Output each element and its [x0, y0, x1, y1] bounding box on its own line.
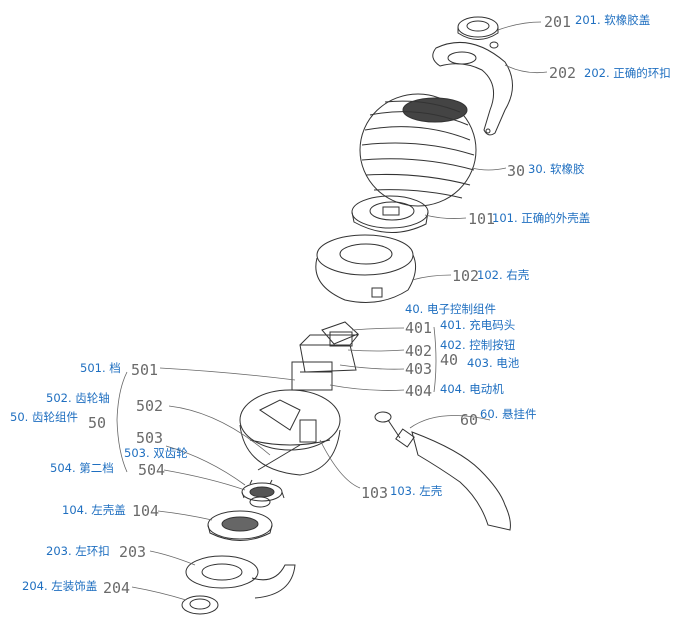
part-102-right-shell: [315, 234, 417, 303]
brackets: [116, 326, 437, 473]
label-101-caption: 101. 正确的外壳盖: [492, 211, 591, 225]
label-404-caption: 404. 电动机: [440, 382, 504, 396]
part-30-rubber-sphere: [359, 93, 477, 207]
label-504-caption: 504. 第二档: [50, 461, 114, 475]
label-102-number: 102: [452, 267, 480, 285]
label-401-number: 401: [405, 319, 433, 337]
label-203-number: 203: [119, 543, 147, 561]
label-40-caption: 40. 电子控制组件: [405, 302, 496, 316]
label-504-number: 504: [138, 461, 166, 479]
label-202-caption: 202. 正确的环扣: [584, 66, 671, 80]
label-402-caption: 402. 控制按钮: [440, 338, 516, 352]
part-103-left-shell: [239, 389, 341, 476]
label-503-caption: 503. 双齿轮: [124, 446, 188, 460]
label-60-number: 60: [460, 411, 479, 429]
part-202-right-buckle: [432, 41, 513, 136]
label-104-number: 104: [132, 502, 160, 520]
label-201-number: 201: [544, 13, 572, 31]
label-102-caption: 102. 右壳: [477, 268, 530, 282]
part-203-left-buckle: [185, 555, 296, 599]
leader-lines: [131, 21, 548, 601]
label-104-caption: 104. 左壳盖: [62, 503, 126, 517]
label-402-number: 402: [405, 342, 433, 360]
part-50-gear-assembly: [241, 444, 301, 508]
part-104-left-cover: [207, 510, 273, 541]
label-101-number: 101: [468, 210, 496, 228]
label-103-number: 103: [361, 484, 389, 502]
part-101-outer-cover: [351, 195, 429, 233]
label-50-caption: 50. 齿轮组件: [10, 410, 78, 424]
label-50-number: 50: [88, 414, 107, 432]
label-403-caption: 403. 电池: [467, 356, 520, 370]
label-403-number: 403: [405, 360, 433, 378]
label-40-number: 40: [440, 351, 459, 369]
label-30-number: 30: [507, 162, 526, 180]
label-503-number: 503: [136, 429, 164, 447]
label-502-caption: 502. 齿轮轴: [46, 391, 110, 405]
label-404-number: 404: [405, 382, 433, 400]
label-60-caption: 60. 悬挂件: [480, 407, 537, 421]
label-501-caption: 501. 档: [80, 361, 121, 375]
part-201-rubber-cap: [457, 16, 499, 49]
label-201-caption: 201. 软橡胶盖: [575, 13, 651, 27]
label-30-caption: 30. 软橡胶: [528, 162, 585, 176]
part-40-control-assembly: [291, 321, 360, 391]
part-204-left-decor-cap: [181, 595, 219, 615]
label-202-number: 202: [549, 64, 577, 82]
part-60-hanging-strap: [374, 411, 511, 531]
label-204-caption: 204. 左装饰盖: [22, 579, 98, 593]
label-502-number: 502: [136, 397, 164, 415]
label-401-caption: 401. 充电码头: [440, 318, 516, 332]
label-203-caption: 203. 左环扣: [46, 544, 110, 558]
label-501-number: 501: [131, 361, 159, 379]
label-204-number: 204: [103, 579, 131, 597]
label-103-caption: 103. 左壳: [390, 484, 443, 498]
